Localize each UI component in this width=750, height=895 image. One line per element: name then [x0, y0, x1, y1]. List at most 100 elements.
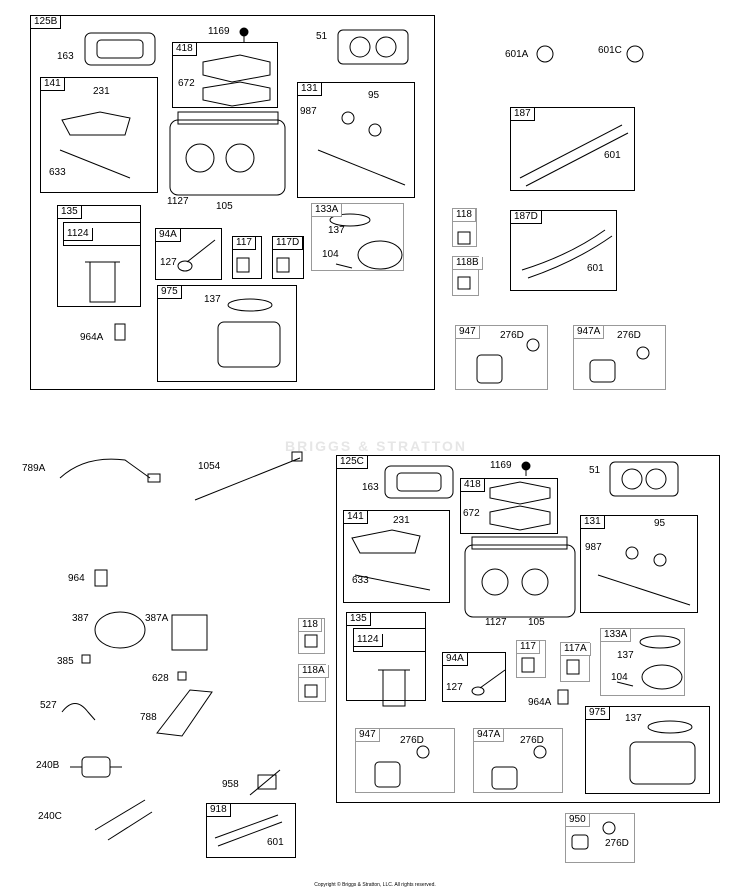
part-104: 104 — [322, 249, 339, 260]
part-601: 601 — [267, 837, 284, 848]
kit-label: 187 — [511, 108, 535, 121]
part-104: 104 — [611, 672, 628, 683]
part-231: 231 — [93, 86, 110, 97]
kit-418: 418 — [460, 478, 558, 534]
watermark-logo: BRIGGS & STRATTON — [285, 438, 468, 454]
kit-1124: 1124 — [353, 628, 426, 652]
kit-975: 975 — [585, 706, 710, 794]
kit-117d: 117D — [272, 236, 304, 279]
kit-label: 131 — [298, 83, 322, 96]
kit-187: 187 — [510, 107, 635, 191]
kit-117a: 117A — [560, 642, 591, 682]
part-240c: 240C — [38, 811, 62, 822]
kit-label: 117D — [273, 237, 304, 250]
part-964a: 964A — [80, 332, 104, 343]
kit-117: 117 — [232, 236, 262, 279]
part-163: 163 — [57, 51, 74, 62]
kit-label: 418 — [461, 479, 485, 492]
part-95: 95 — [368, 90, 380, 101]
kit-label: 947 — [456, 326, 480, 339]
part-127: 127 — [446, 682, 463, 693]
kit-975: 975 — [157, 285, 297, 382]
part-672: 672 — [463, 508, 480, 519]
kit-label: 117 — [517, 641, 540, 654]
kit-label: 1124 — [354, 634, 383, 647]
kit-label: 135 — [58, 206, 82, 219]
kit-125c: 125C — [336, 455, 720, 803]
kit-125b: 125B — [30, 15, 435, 390]
part-276d: 276D — [400, 735, 424, 746]
kit-label: 950 — [566, 814, 590, 827]
copyright-notice: Copyright © Briggs & Stratton, LLC. All … — [314, 882, 436, 888]
part-1054: 1054 — [198, 461, 221, 472]
kit-label: 141 — [41, 78, 65, 91]
kit-187d: 187D — [510, 210, 617, 291]
kit-117: 117 — [516, 640, 546, 678]
part-964: 964 — [68, 573, 85, 584]
kit-131: 131 — [297, 82, 415, 198]
kit-94a: 94A — [442, 652, 506, 702]
part-628: 628 — [152, 673, 169, 684]
kit-label: 141 — [344, 511, 368, 524]
part-127: 127 — [160, 257, 177, 268]
part-987: 987 — [300, 106, 317, 117]
part-1127: 1127 — [485, 617, 507, 628]
kit-947a: 947A — [473, 728, 563, 793]
kit-118: 118 — [298, 618, 325, 654]
part-231: 231 — [393, 515, 410, 526]
kit-131: 131 — [580, 515, 698, 613]
part-387: 387 — [72, 613, 89, 624]
kit-label: 94A — [156, 229, 181, 242]
kit-135: 135 — [57, 205, 141, 307]
part-387a: 387A — [145, 613, 169, 624]
kit-label: 133A — [601, 629, 632, 642]
part-137: 137 — [625, 713, 642, 724]
part-601: 601 — [604, 150, 621, 161]
kit-141: 141 — [343, 510, 450, 603]
part-1127: 1127 — [167, 196, 189, 207]
kit-918: 918 — [206, 803, 296, 858]
part-137: 137 — [328, 225, 345, 236]
kit-label: 135 — [347, 613, 371, 626]
kit-label: 918 — [207, 804, 231, 817]
part-276d: 276D — [500, 330, 524, 341]
part-788: 788 — [140, 712, 157, 723]
part-527: 527 — [40, 700, 57, 711]
kit-label: 125B — [31, 16, 62, 29]
part-137: 137 — [617, 650, 634, 661]
kit-418: 418 — [172, 42, 278, 108]
part-633: 633 — [352, 575, 369, 586]
kit-label: 947 — [356, 729, 380, 742]
kit-1124: 1124 — [63, 222, 141, 246]
part-276d: 276D — [605, 838, 629, 849]
kit-label: 118B — [453, 257, 483, 270]
part-958: 958 — [222, 779, 239, 790]
kit-133a: 133A — [311, 203, 404, 271]
kit-label: 94A — [443, 653, 468, 666]
kit-118b: 118B — [452, 256, 483, 296]
kit-label: 117 — [233, 237, 256, 250]
part-987: 987 — [585, 542, 602, 553]
kit-947a: 947A — [573, 325, 666, 390]
kit-label: 118 — [453, 209, 476, 222]
kit-947: 947 — [355, 728, 455, 793]
part-95: 95 — [654, 518, 666, 529]
kit-label: 125C — [337, 456, 368, 469]
part-276d: 276D — [520, 735, 544, 746]
part-163: 163 — [362, 482, 379, 493]
part-137: 137 — [204, 294, 221, 305]
kit-label: 118A — [299, 665, 329, 678]
part-240b: 240B — [36, 760, 60, 771]
kit-135: 135 — [346, 612, 426, 701]
part-51: 51 — [589, 465, 601, 476]
kit-94a: 94A — [155, 228, 222, 280]
part-1169: 1169 — [490, 460, 512, 471]
part-789a: 789A — [22, 463, 46, 474]
part-601a: 601A — [505, 49, 529, 60]
kit-label: 118 — [299, 619, 322, 632]
kit-label: 975 — [158, 286, 182, 299]
kit-label: 133A — [312, 204, 343, 217]
part-672: 672 — [178, 78, 195, 89]
kit-label: 975 — [586, 707, 610, 720]
kit-118a: 118A — [298, 664, 329, 702]
